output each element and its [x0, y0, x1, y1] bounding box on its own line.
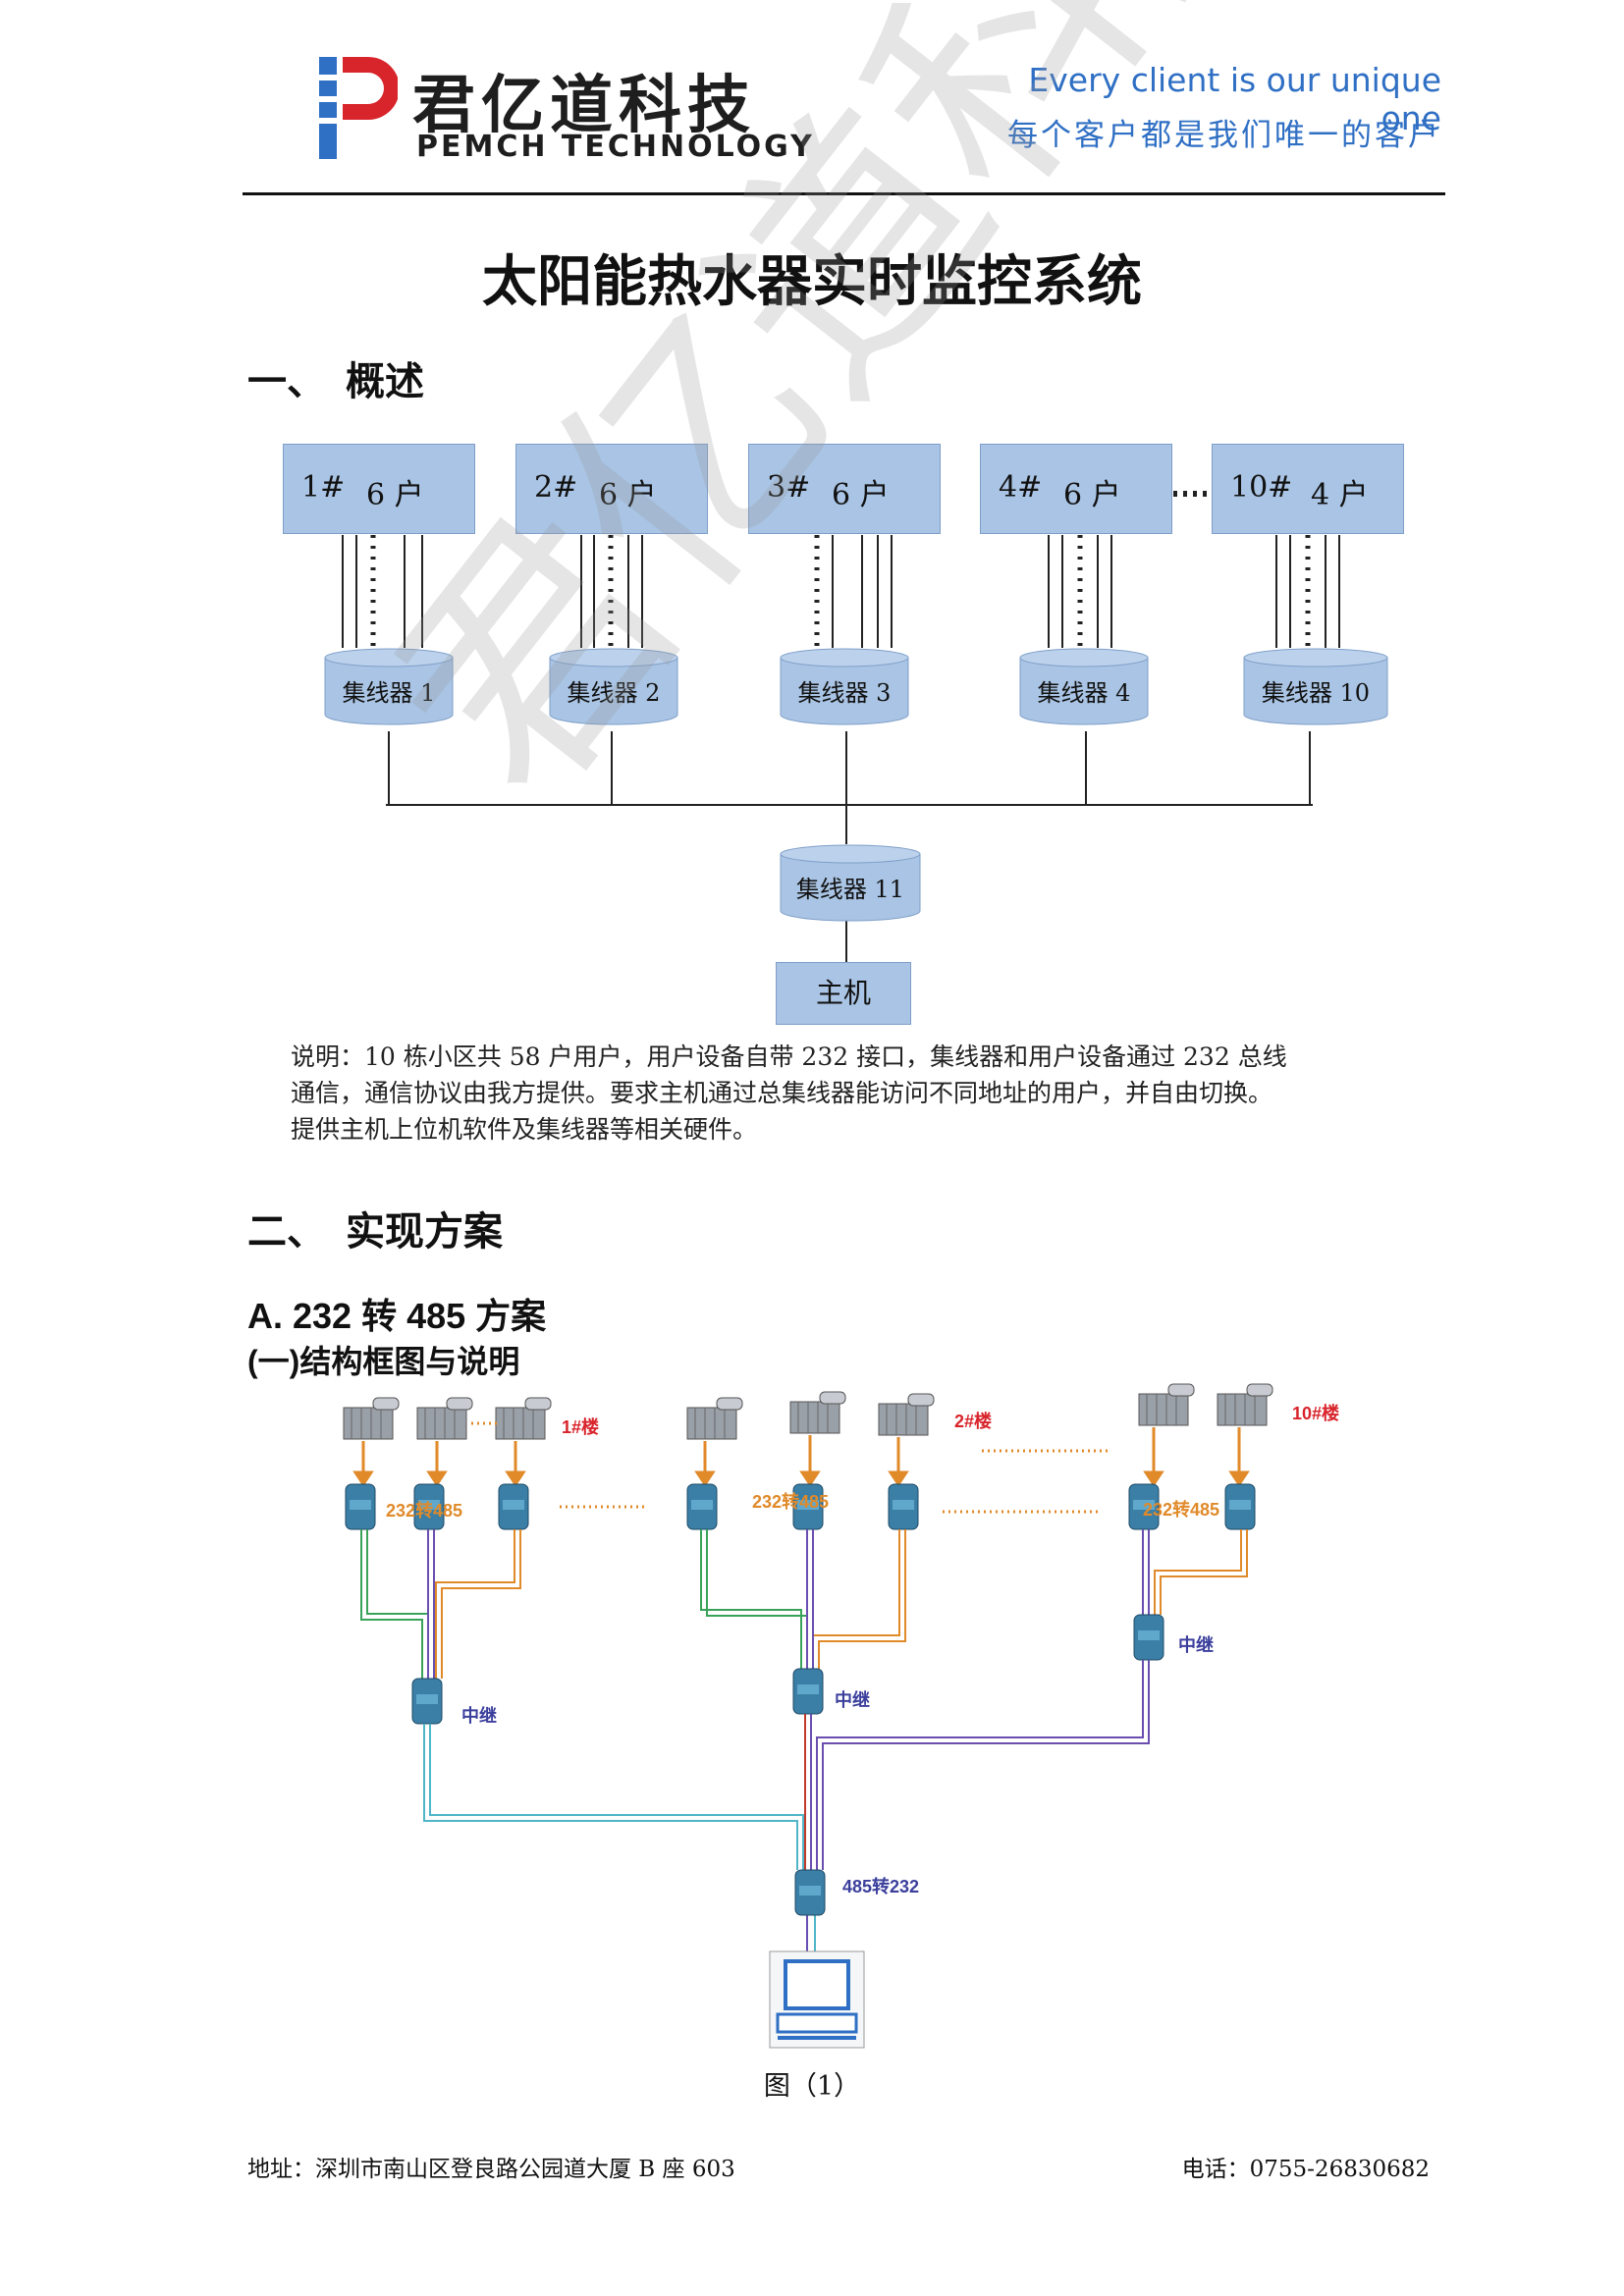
- solar-heater-icon: [1138, 1383, 1195, 1426]
- building-label: 1#楼: [562, 1417, 600, 1437]
- converter-device-icon: [345, 1483, 376, 1530]
- building-number: 3#: [767, 470, 811, 505]
- repeater-label: 中继: [461, 1706, 497, 1726]
- subsection-heading-a: A. 232 转 485 方案: [247, 1296, 547, 1336]
- building-box: 1# 6 户: [283, 444, 475, 534]
- document-title: 太阳能热水器实时监控系统: [482, 250, 1142, 314]
- cylinder-icon: [1019, 648, 1149, 725]
- cylinder-icon: [324, 648, 454, 725]
- computer-icon: [769, 1950, 865, 2049]
- hub-label: 集线器 3: [797, 679, 892, 707]
- section-label: 实现方案: [346, 1209, 503, 1255]
- slogan-en: Every client is our unique one: [1028, 61, 1441, 137]
- building-box: 3# 6 户: [748, 444, 941, 534]
- building-number: 2#: [534, 470, 578, 505]
- converter-device-icon: [686, 1483, 718, 1530]
- cylinder-icon: [780, 844, 921, 922]
- building-label: 2#楼: [954, 1412, 993, 1431]
- scheme-diagram: [343, 1383, 1273, 2049]
- building-number: 10#: [1230, 470, 1293, 505]
- solar-heater-icon: [343, 1397, 400, 1440]
- solar-heater-icon: [1217, 1383, 1273, 1426]
- footer-phone: 电话：0755-26830682: [1181, 2157, 1430, 2182]
- subsection-heading-structure: (一)结构框图与说明: [247, 1344, 520, 1379]
- building-number: 1#: [301, 470, 346, 505]
- cylinder-icon: [549, 648, 678, 725]
- repeater-device-icon: [411, 1678, 443, 1725]
- solar-heater-icon: [495, 1397, 552, 1440]
- converter-device-icon: [888, 1483, 919, 1530]
- section-number: 一、: [247, 359, 326, 404]
- converter-label: 232转485: [386, 1501, 463, 1521]
- building-box: 10# 4 户: [1212, 444, 1404, 534]
- household-count: 6 户: [599, 478, 657, 512]
- converter-label: 232转485: [752, 1492, 830, 1512]
- household-count: 4 户: [1311, 478, 1369, 512]
- repeater-device-icon: [1133, 1614, 1164, 1661]
- household-count: 6 户: [832, 478, 890, 512]
- brand-name-en: PEMCH TECHNOLOGY: [416, 130, 815, 164]
- section-heading-overview: 一、概述: [247, 349, 424, 406]
- building-box: 2# 6 户: [515, 444, 708, 534]
- section-label: 概述: [346, 359, 424, 404]
- slogan-cn: 每个客户都是我们唯一的客户: [1007, 118, 1441, 153]
- solar-heater-icon: [416, 1397, 473, 1440]
- hub-label: 集线器 11: [795, 876, 905, 903]
- hub-cylinder: 集线器 2: [549, 648, 678, 726]
- company-logo-icon: [319, 57, 398, 159]
- building-label: 10#楼: [1292, 1404, 1340, 1423]
- repeater-label: 中继: [1178, 1635, 1214, 1655]
- converter-label: 232转485: [1143, 1500, 1220, 1520]
- figure-caption: 图（1）: [763, 2071, 861, 2102]
- footer-address: 地址：深圳市南山区登良路公园道大厦 B 座 603: [247, 2157, 735, 2182]
- hub-label: 集线器 10: [1261, 679, 1371, 707]
- brand-name-cn: 君亿道科技: [412, 70, 756, 142]
- hub-label: 集线器 4: [1037, 679, 1131, 707]
- main-hub-cylinder: 集线器 11: [780, 844, 921, 923]
- household-count: 6 户: [1063, 478, 1121, 512]
- solar-heater-icon: [878, 1393, 935, 1436]
- converter-device-icon: [1224, 1483, 1256, 1530]
- hub-label: 集线器 1: [342, 679, 436, 707]
- solar-heater-icon: [789, 1391, 846, 1434]
- repeater-label: 中继: [835, 1690, 870, 1710]
- cylinder-icon: [780, 648, 909, 725]
- hub-cylinder: 集线器 1: [324, 648, 454, 726]
- section-heading-solution: 二、实现方案: [247, 1200, 503, 1256]
- hub-cylinder: 集线器 4: [1019, 648, 1149, 726]
- building-box: 4# 6 户: [980, 444, 1172, 534]
- header-divider: [243, 192, 1445, 195]
- repeater-device-icon: [792, 1668, 824, 1715]
- description-note: 说明：10 栋小区共 58 户用户，用户设备自带 232 接口，集线器和用户设备…: [291, 1042, 1287, 1144]
- final-converter-label: 485转232: [842, 1877, 920, 1896]
- solar-heater-icon: [686, 1397, 743, 1440]
- converter-device-icon: [794, 1869, 826, 1916]
- building-number: 4#: [999, 470, 1043, 505]
- section-number: 二、: [247, 1209, 326, 1255]
- host-box: 主机: [776, 962, 911, 1025]
- converter-device-icon: [498, 1483, 529, 1530]
- hub-label: 集线器 2: [567, 679, 661, 707]
- household-count: 6 户: [366, 478, 424, 512]
- hub-cylinder: 集线器 10: [1243, 648, 1388, 726]
- hub-cylinder: 集线器 3: [780, 648, 909, 726]
- cylinder-icon: [1243, 648, 1388, 725]
